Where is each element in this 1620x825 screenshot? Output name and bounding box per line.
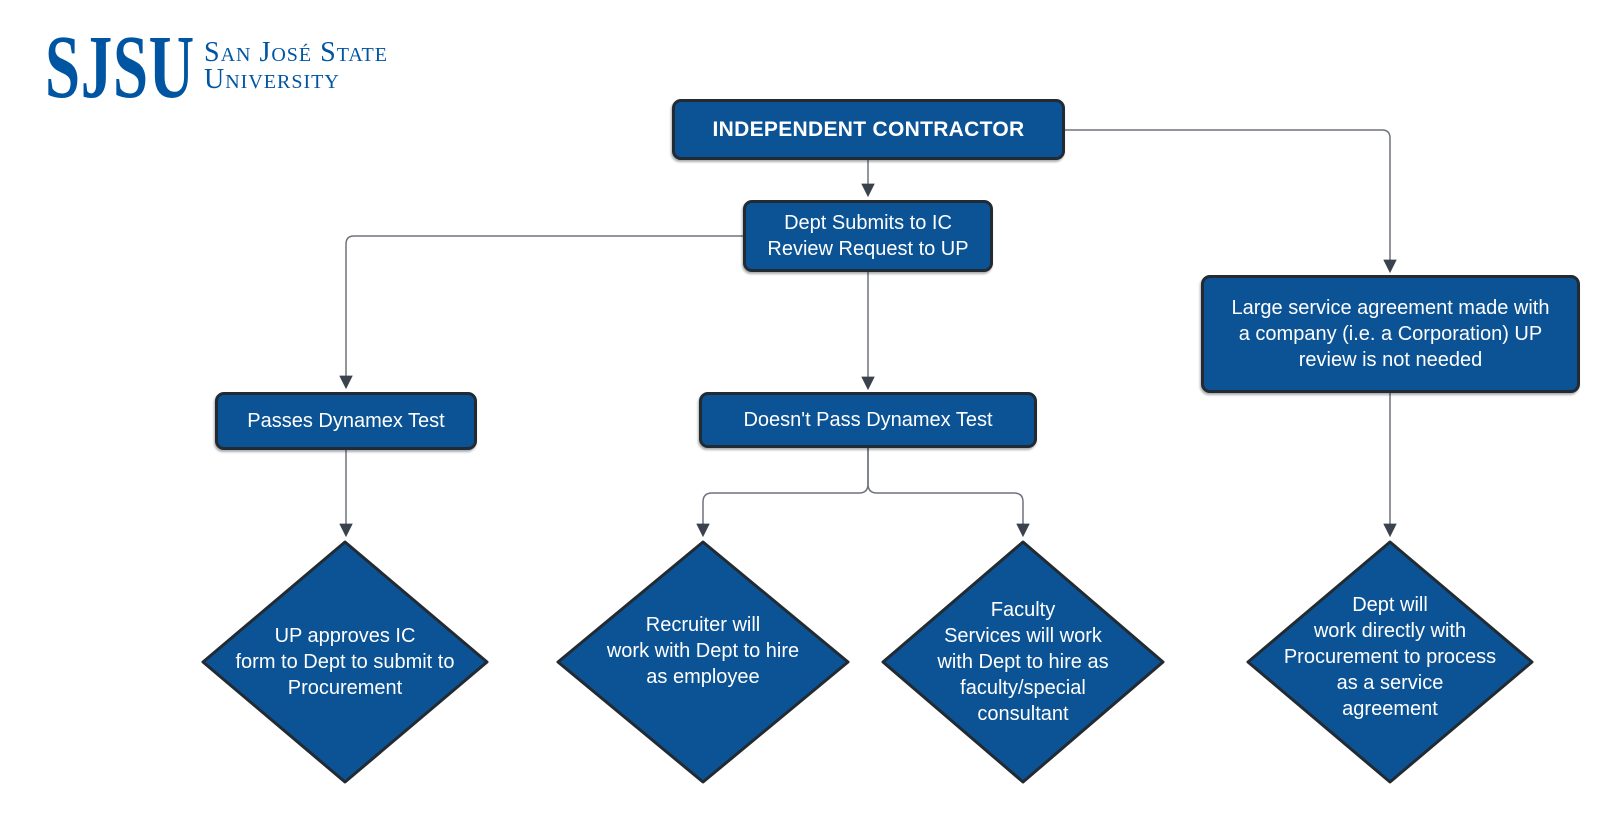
diamond-label: UP approves IC form to Dept to submit to… bbox=[235, 625, 455, 699]
connector-doesnt-pass-to-faculty bbox=[867, 448, 1030, 538]
node-independent-contractor: INDEPENDENT CONTRACTOR bbox=[672, 99, 1065, 160]
node-large-service-agreement: Large service agreement made with a comp… bbox=[1201, 275, 1580, 393]
connector-contractor-to-large-agreement bbox=[1065, 129, 1397, 274]
sjsu-logo-wordmark: San José State University bbox=[204, 37, 388, 95]
diamond-faculty-services-consultant: Faculty Services will work with Dept to … bbox=[880, 539, 1166, 785]
diamond-up-approves-ic-form: UP approves IC form to Dept to submit to… bbox=[200, 539, 490, 785]
connector-doesnt-pass-to-recruiter bbox=[696, 448, 869, 538]
connector-dept-to-passes bbox=[339, 235, 743, 390]
diamond-shape bbox=[201, 540, 489, 784]
sjsu-logo-wordmark-line2: University bbox=[204, 64, 340, 95]
node-passes-dynamex-test: Passes Dynamex Test bbox=[215, 392, 477, 450]
sjsu-logo-acronym: SJSU bbox=[45, 18, 195, 117]
diamond-shape bbox=[1246, 540, 1534, 784]
diamond-label: Dept will work directly with Procurement… bbox=[1283, 594, 1497, 720]
diamond-recruiter-hire-employee: Recruiter will work with Dept to hire as… bbox=[555, 539, 851, 785]
node-doesnt-pass-dynamex-test: Doesn't Pass Dynamex Test bbox=[699, 392, 1037, 448]
diamond-shape bbox=[556, 540, 850, 784]
diamond-dept-procurement-service-agreement: Dept will work directly with Procurement… bbox=[1245, 539, 1535, 785]
node-dept-submits-review: Dept Submits to IC Review Request to UP bbox=[743, 200, 993, 272]
sjsu-logo-wordmark-line1: San José State bbox=[204, 37, 388, 68]
sjsu-logo: SJSU San José State University bbox=[0, 0, 420, 120]
diamond-label: Recruiter will work with Dept to hire as… bbox=[606, 614, 800, 688]
diamond-shape bbox=[881, 540, 1165, 784]
diamond-label: Faculty Services will work with Dept to … bbox=[937, 599, 1109, 725]
